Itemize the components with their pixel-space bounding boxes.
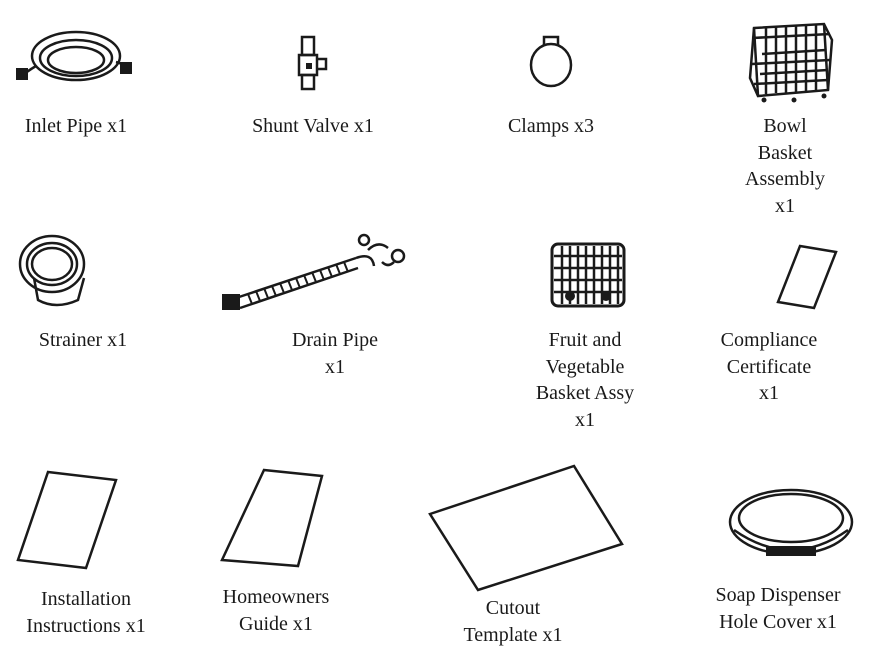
hole-cover-icon bbox=[726, 486, 856, 556]
bowl-basket-icon bbox=[744, 20, 836, 103]
inlet-pipe-label: Inlet Pipe x1 bbox=[24, 115, 128, 137]
instructions-icon bbox=[16, 470, 118, 570]
drain-pipe-icon bbox=[222, 232, 412, 310]
guide-icon bbox=[220, 468, 324, 568]
strainer-label: Strainer x1 bbox=[38, 329, 128, 351]
fruit-basket-icon bbox=[546, 240, 630, 312]
shunt-valve-label: Shunt Valve x1 bbox=[252, 115, 374, 137]
clamp-icon bbox=[526, 33, 576, 89]
template-label: Cutout Template x1 bbox=[463, 597, 563, 646]
inlet-pipe-icon bbox=[16, 28, 132, 88]
drain-pipe-label: Drain Pipe x1 bbox=[291, 329, 379, 378]
hole-cover-label: Soap Dispenser Hole Cover x1 bbox=[715, 584, 841, 633]
fruit-basket-label: Fruit and Vegetable Basket Assy x1 bbox=[535, 329, 635, 431]
template-icon bbox=[428, 464, 624, 592]
certificate-label: Compliance Certificate x1 bbox=[720, 329, 818, 404]
instructions-label: Installation Instructions x1 bbox=[26, 588, 146, 637]
clamps-label: Clamps x3 bbox=[507, 115, 595, 137]
certificate-icon bbox=[774, 244, 838, 310]
bowl-basket-label: Bowl Basket Assembly x1 bbox=[745, 115, 825, 217]
guide-label: Homeowners Guide x1 bbox=[222, 586, 330, 635]
strainer-icon bbox=[16, 234, 96, 310]
shunt-valve-icon bbox=[290, 35, 330, 93]
